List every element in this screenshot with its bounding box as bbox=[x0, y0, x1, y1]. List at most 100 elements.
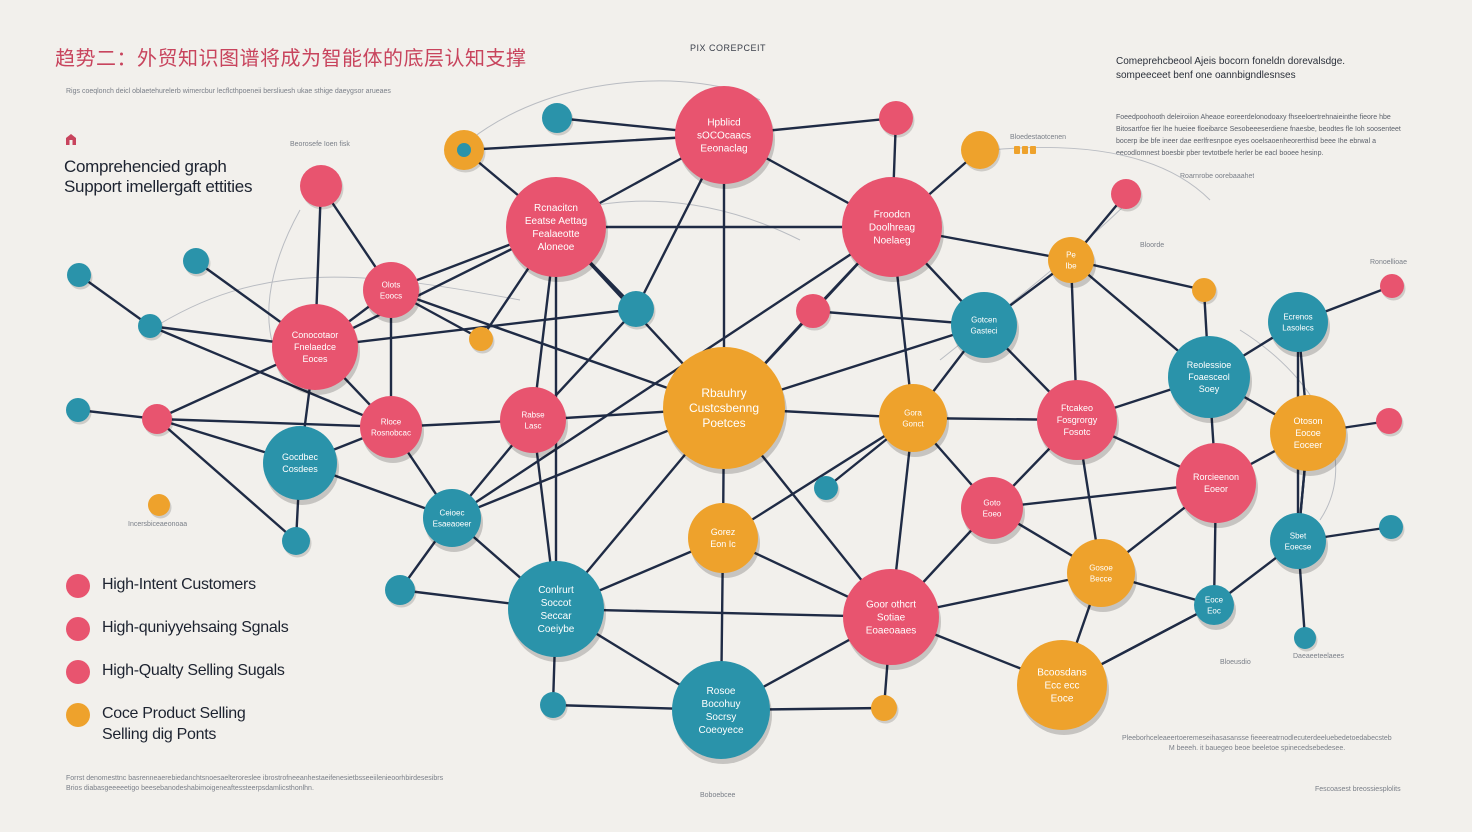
legend-label-line: High-Qualty Selling Sugals bbox=[102, 662, 285, 679]
node-circle bbox=[508, 561, 604, 657]
right-heading-line-2: sompeeceet benf one oannbigndlesnses bbox=[1116, 70, 1296, 81]
small-label-g: Bloeusdio bbox=[1220, 659, 1251, 666]
node-label: Coeoyece bbox=[698, 725, 743, 736]
node-label: Rloce bbox=[381, 417, 402, 426]
small-dot bbox=[67, 263, 91, 287]
left-heading: Comprehencied graph Support imellergaft … bbox=[64, 157, 252, 197]
small-dot bbox=[871, 695, 897, 721]
node-label: Ibe bbox=[1065, 261, 1077, 270]
small-dot bbox=[1379, 515, 1403, 539]
node-label: Soccot bbox=[541, 598, 572, 609]
node-label: Lasolecs bbox=[1282, 323, 1314, 332]
legend-label-line: High-quniyyehsaing Sgnals bbox=[102, 619, 289, 636]
node-circle bbox=[360, 396, 422, 458]
node-label: Socrsy bbox=[706, 712, 737, 723]
bottom-left-line-1: Forrst denomesttnc basrenneaerebiedancht… bbox=[66, 775, 444, 782]
small-dot bbox=[879, 101, 913, 135]
node-circle bbox=[1067, 539, 1135, 607]
node-circle bbox=[843, 569, 939, 665]
small-marker bbox=[1022, 146, 1028, 154]
node-label: Rorcieenon bbox=[1193, 472, 1239, 482]
node-label: Soey bbox=[1199, 384, 1220, 394]
graph-nodes: HpblicdsOCOcaacsEeonaclagRcnacitcnEeatse… bbox=[263, 86, 1348, 764]
node-label: Froodcn bbox=[874, 210, 911, 221]
node-label: Eoce bbox=[1051, 694, 1074, 705]
small-dot bbox=[796, 294, 830, 328]
small-dot bbox=[300, 165, 342, 207]
node-label: Sotiae bbox=[877, 613, 906, 624]
node-label: Gasteci bbox=[970, 326, 997, 335]
small-label-f: Incersbiceaeonoaa bbox=[128, 521, 188, 528]
legend-swatch bbox=[66, 660, 90, 684]
node-circle bbox=[1268, 292, 1328, 352]
node-label: Hpblicd bbox=[707, 118, 740, 129]
node-label: Ceioec bbox=[440, 508, 465, 517]
graph-edge bbox=[721, 416, 915, 540]
node-circle bbox=[688, 503, 758, 573]
right-heading: Comeprehcbeool Ajeis bocorn foneldn dore… bbox=[1116, 55, 1345, 83]
small-dot bbox=[1111, 179, 1141, 209]
bottom-right-line-1: Pleeborhceleaeertoeremeseihasasansse fie… bbox=[1122, 735, 1392, 742]
legend-swatch bbox=[66, 574, 90, 598]
node-label: Gora bbox=[904, 408, 922, 417]
legend-label: High-quniyyehsaing Sgnals bbox=[102, 617, 289, 638]
node-circle bbox=[675, 86, 773, 184]
node-label: Eoeor bbox=[1204, 484, 1228, 494]
small-dot bbox=[148, 494, 170, 516]
node-label: Gosoe bbox=[1089, 563, 1113, 572]
right-heading-line-1: Comeprehcbeool Ajeis bocorn foneldn dore… bbox=[1116, 56, 1346, 67]
node-circle bbox=[951, 292, 1017, 358]
left-heading-line-1: Comprehencied graph bbox=[64, 157, 227, 176]
legend-label: High-Qualty Selling Sugals bbox=[102, 660, 285, 681]
node-label: Eocoe bbox=[1295, 428, 1321, 438]
graph-small-dots bbox=[66, 101, 1406, 724]
node-label: Fosotc bbox=[1063, 427, 1091, 437]
node-label: Seccar bbox=[540, 611, 572, 622]
node-circle bbox=[672, 661, 770, 759]
background-curve bbox=[149, 276, 521, 331]
small-dot bbox=[469, 327, 493, 351]
node-circle bbox=[263, 426, 337, 500]
node-label: Cosdees bbox=[282, 464, 318, 474]
node-label: Eoocs bbox=[380, 291, 402, 300]
node-label: Ecrenos bbox=[1283, 312, 1312, 321]
page-title: 趋势二：外贸知识图谱将成为智能体的底层认知支撑 bbox=[55, 48, 527, 70]
legend-label-line: Selling dig Ponts bbox=[102, 726, 217, 743]
graph-edge bbox=[148, 324, 393, 429]
small-label-a: Beorosefe Ioen fisk bbox=[290, 141, 350, 148]
node-label: Bcoosdans bbox=[1037, 668, 1086, 679]
node-label: Eeatse Aettag bbox=[525, 216, 587, 227]
inner-dot bbox=[457, 143, 471, 157]
small-label-j: Fescoasest breossiesplolits bbox=[1315, 786, 1401, 793]
graph-edge bbox=[313, 307, 638, 349]
diagram-title: PIX COREPCEIT bbox=[690, 43, 767, 53]
node-label: Conlrurt bbox=[538, 585, 574, 596]
node-label: Poetces bbox=[702, 416, 745, 430]
small-dot bbox=[542, 103, 572, 133]
node-label: Bocohuy bbox=[702, 699, 741, 710]
node-label: Gonct bbox=[902, 419, 924, 428]
node-label: Eoaeoaaes bbox=[866, 626, 917, 637]
node-circle bbox=[1048, 237, 1094, 283]
small-dot bbox=[282, 527, 310, 555]
background-curve bbox=[268, 209, 331, 401]
small-dot bbox=[385, 575, 415, 605]
node-circle bbox=[663, 347, 785, 469]
small-marker bbox=[1014, 146, 1020, 154]
